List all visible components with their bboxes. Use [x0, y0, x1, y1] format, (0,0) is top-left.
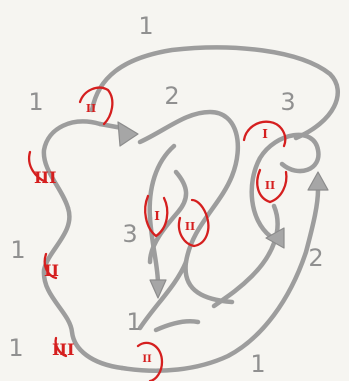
mark-right-lower: II: [265, 179, 275, 192]
mark-top-left: II: [86, 102, 96, 115]
region-label-left-middle: 1: [10, 236, 25, 264]
mark-center-left: I: [154, 209, 160, 223]
region-label-left-lower: 1: [8, 334, 23, 362]
arrow-down-icon: [149, 279, 167, 299]
outer-top-arc: [89, 45, 341, 141]
mark-right-upper-arc: [242, 120, 287, 148]
mark-center-right-arc: [177, 198, 210, 248]
region-label-bottom: 1: [250, 350, 265, 378]
region-label-left-upper: 1: [28, 88, 43, 116]
mark-center-right: II: [185, 220, 195, 233]
bottom-strand: [119, 187, 321, 373]
mark-right-upper: I: [262, 127, 268, 141]
center-descending-strand: [147, 215, 161, 287]
center-left-strand: [147, 143, 177, 221]
center-cross-strand: [147, 169, 189, 265]
left-middle-strand: [41, 205, 125, 371]
region-label-upper-right: 3: [280, 88, 295, 116]
region-labels: 1 1 1 1 1 1 2 2 3 3: [8, 12, 323, 378]
region-label-center-left: 3: [122, 220, 137, 248]
mark-left-lower: III: [52, 340, 74, 359]
arrow-up-icon: [307, 171, 329, 191]
region-label-center-bottom: 1: [126, 308, 141, 336]
region-label-upper-center: 2: [164, 82, 179, 110]
mark-left-upper: III: [34, 168, 56, 187]
arrow-left-icon: [265, 227, 285, 249]
mark-left-middle: II: [44, 261, 59, 280]
mark-bottom-arc: [136, 341, 164, 381]
upper-center-strand: [137, 109, 241, 305]
region-label-right-lower: 2: [308, 244, 323, 272]
mark-right-lower-arc: [256, 168, 288, 204]
region-label-top: 1: [138, 12, 153, 40]
mark-left-lower-arc: [54, 336, 68, 358]
orientation-arrows: [117, 121, 329, 299]
left-upper-strand: [41, 119, 103, 211]
mark-bottom: II: [142, 354, 152, 365]
small-center-strand: [153, 319, 201, 333]
mark-top-left-arc: [78, 86, 114, 126]
mark-center-left-arc: [144, 194, 169, 238]
mark-left-upper-arc: [27, 150, 48, 184]
lower-center-loop: [137, 259, 189, 331]
right-loop-strand: [249, 132, 321, 239]
knot-strands: [41, 45, 341, 373]
right-descending-strand: [211, 203, 280, 309]
arrow-right-icon: [117, 121, 139, 147]
crossing-marks: II III II III II I II I II: [27, 86, 288, 381]
mark-left-middle-arc: [43, 252, 58, 280]
